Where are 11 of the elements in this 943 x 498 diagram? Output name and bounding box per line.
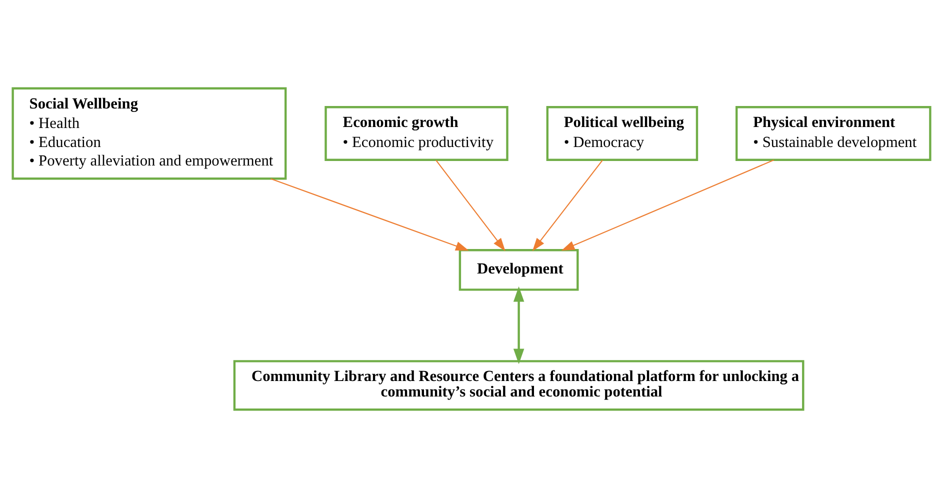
arrow — [270, 178, 469, 251]
node-box: Political wellbeing • Democracy — [546, 106, 698, 161]
node-box: Social Wellbeing • Health • Education • Poverty alleviation and empowerment — [12, 87, 287, 180]
node-box: Development — [458, 249, 579, 291]
arrow — [532, 160, 603, 252]
arrow — [513, 286, 524, 364]
node-box: Community Library and Resource Centers a foundational platform for unlocking a community’s social and economic potential — [233, 360, 804, 411]
node-box: Physical environment • Sustainable development — [736, 106, 932, 161]
arrow — [436, 160, 506, 252]
node-box: Economic growth • Economic productivity — [324, 106, 508, 161]
arrow — [561, 160, 774, 251]
